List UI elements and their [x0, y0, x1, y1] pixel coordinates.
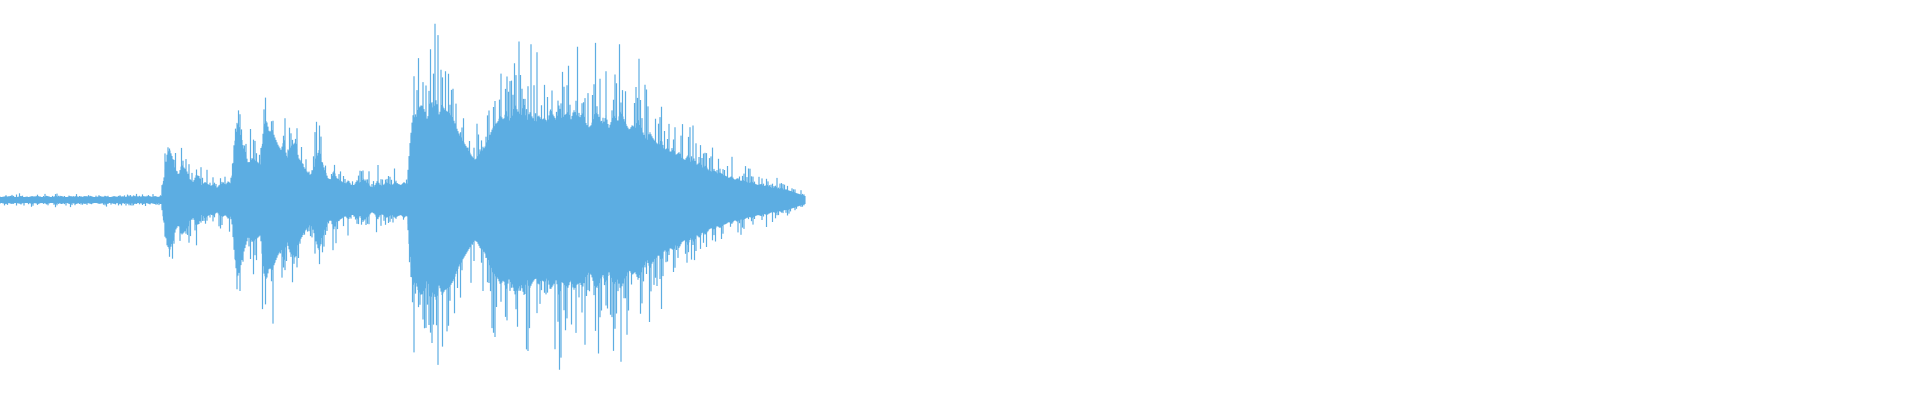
waveform-bars [0, 23, 806, 370]
